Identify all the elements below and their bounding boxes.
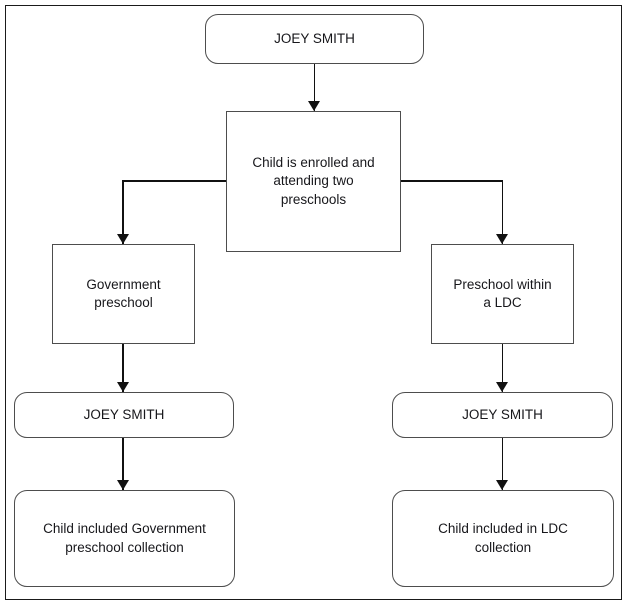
connector-enrolled-to-government-vertical xyxy=(122,180,124,244)
node-child-enrolled-two-preschools[interactable]: Child is enrolled and attending two pres… xyxy=(226,111,401,252)
arrowhead-ldc-to-joey-right-icon xyxy=(496,382,508,392)
arrowhead-top-to-enrolled-icon xyxy=(307,101,320,111)
node-government-preschool[interactable]: Government preschool xyxy=(52,244,195,344)
arrowhead-enrolled-to-ldc-icon xyxy=(496,234,508,244)
node-joey-smith-left[interactable]: JOEY SMITH xyxy=(14,392,234,438)
connector-top-to-enrolled xyxy=(313,64,315,111)
arrowhead-joey-right-to-outcome-right-icon xyxy=(496,480,508,490)
connector-government-to-joey-left xyxy=(122,344,124,392)
node-preschool-within-ldc-label: Preschool within a LDC xyxy=(453,276,552,310)
node-top-joey-smith-label: JOEY SMITH xyxy=(274,30,355,46)
arrowhead-joey-left-to-outcome-left-icon xyxy=(116,480,129,490)
node-joey-smith-right-label: JOEY SMITH xyxy=(462,406,543,422)
node-outcome-government-preschool-collection-label: Child included Government preschool coll… xyxy=(43,521,206,555)
node-top-joey-smith[interactable]: JOEY SMITH xyxy=(205,14,424,64)
connector-enrolled-to-ldc-vertical xyxy=(501,180,503,244)
connector-joey-right-to-outcome-right xyxy=(501,438,503,490)
connector-enrolled-to-government-horizontal xyxy=(122,180,227,182)
node-joey-smith-left-label: JOEY SMITH xyxy=(83,406,165,422)
diagram-outer-frame xyxy=(5,5,622,600)
node-outcome-ldc-collection[interactable]: Child included in LDC collection xyxy=(392,490,614,587)
node-outcome-government-preschool-collection[interactable]: Child included Government preschool coll… xyxy=(14,490,235,587)
connector-ldc-to-joey-right xyxy=(501,344,503,392)
connector-enrolled-to-ldc-horizontal xyxy=(400,180,503,182)
connector-joey-left-to-outcome-left xyxy=(122,438,124,490)
node-government-preschool-label: Government preschool xyxy=(86,276,161,310)
node-joey-smith-right[interactable]: JOEY SMITH xyxy=(392,392,613,438)
arrowhead-government-to-joey-left-icon xyxy=(116,382,129,392)
node-child-enrolled-two-preschools-label: Child is enrolled and attending two pres… xyxy=(252,155,375,207)
arrowhead-enrolled-to-government-icon xyxy=(116,234,129,244)
node-preschool-within-ldc[interactable]: Preschool within a LDC xyxy=(431,244,574,344)
node-outcome-ldc-collection-label: Child included in LDC collection xyxy=(438,521,568,555)
